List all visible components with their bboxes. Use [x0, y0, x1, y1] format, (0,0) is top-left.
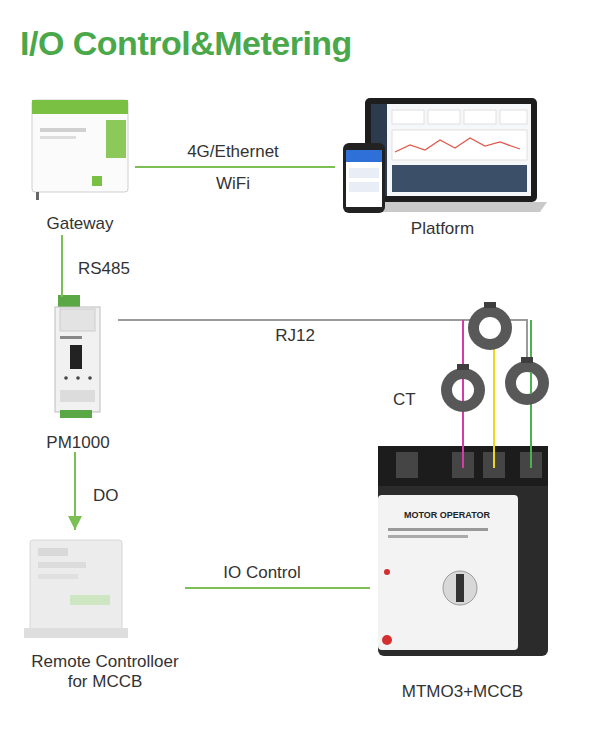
ct-clip: [484, 302, 496, 308]
platform-screens: [343, 98, 547, 213]
gateway-led: [92, 176, 102, 186]
connector-line: [61, 235, 63, 297]
operator-print: [388, 535, 468, 538]
laptop-frame: [365, 98, 537, 202]
status-led: [76, 376, 80, 380]
ct-hole: [479, 317, 501, 339]
status-led: [88, 376, 92, 380]
relay-print: [38, 548, 68, 556]
relay-print: [38, 562, 86, 568]
connector-line: [118, 319, 385, 321]
breaker-body: [378, 446, 548, 656]
gateway-print: [40, 136, 76, 139]
relay-body: [30, 540, 122, 636]
gateway-panel: [106, 120, 126, 158]
dashboard-card: [500, 110, 527, 124]
relay-print: [38, 574, 78, 579]
connector-label: RS485: [78, 259, 130, 279]
device-label: MTMO3+MCCB: [370, 682, 555, 702]
phase-wire: [530, 372, 532, 394]
indicator: [384, 569, 390, 575]
dashboard-map: [392, 165, 527, 192]
connector-label: RJ12: [215, 326, 375, 346]
phone-screen: [346, 150, 382, 207]
relay-module: [24, 540, 128, 638]
gateway-antenna: [36, 192, 39, 200]
connector-label: IO Control: [182, 563, 342, 583]
phone-card: [349, 182, 379, 192]
operator-front: [378, 495, 518, 650]
connector-line: [493, 415, 495, 440]
phase-wire: [530, 440, 532, 468]
phase-wire: [493, 345, 495, 415]
ct-ring: [468, 306, 512, 350]
device-node: MTMO3+MCCB: [370, 440, 555, 705]
gateway-device: [32, 100, 128, 200]
connector-line: [185, 587, 370, 589]
phone-card: [349, 168, 379, 178]
phase-wire: [462, 440, 464, 468]
phone-frame: [343, 143, 385, 213]
gateway-print: [40, 128, 86, 132]
device-node: Platform: [335, 95, 550, 240]
ct-assembly: [385, 302, 549, 415]
dashboard-card: [464, 110, 496, 124]
device-label: CT: [393, 390, 433, 410]
device-label: PM1000: [38, 433, 118, 453]
relay-label: [70, 595, 110, 605]
ct-hole: [516, 372, 538, 394]
phase-wire: [493, 440, 495, 468]
din-rail: [24, 628, 128, 638]
output-terminal: [60, 410, 92, 418]
status-led: [64, 376, 68, 380]
connector-line: [74, 452, 76, 530]
module-body: [55, 307, 100, 412]
operator-knob: [443, 571, 477, 605]
gateway-band: [32, 100, 128, 114]
phone-header: [346, 150, 382, 162]
connector-label: 4G/Ethernet: [153, 142, 313, 162]
terminal: [396, 452, 418, 478]
rs485-terminal: [58, 295, 80, 307]
device-node: Gateway: [25, 95, 135, 235]
operator-print: [388, 528, 488, 531]
dashboard-card: [392, 110, 424, 124]
module-top: [60, 309, 95, 331]
knob-bar: [456, 574, 464, 602]
dashboard-card: [428, 110, 460, 124]
annotation-label: WiFi: [193, 174, 273, 194]
connector-line: [135, 166, 335, 168]
connector-line: [462, 415, 464, 440]
device-label: Remote Controlloer for MCCB: [25, 652, 185, 692]
ct-ring: [441, 368, 485, 412]
laptop-screen: [371, 104, 531, 196]
device-node: Remote Controlloer for MCCB: [25, 530, 185, 695]
dashboard-chart: [392, 130, 527, 160]
gateway-body: [32, 100, 128, 192]
device-label: Gateway: [25, 214, 135, 234]
dip-switch: [70, 345, 82, 369]
device-label: Platform: [335, 219, 550, 239]
connector-label: DO: [93, 486, 119, 506]
device-node: PM1000: [38, 297, 118, 452]
module-print: [60, 336, 82, 339]
pm1000-module: [55, 295, 100, 418]
chart-line: [395, 138, 520, 152]
diagram-title: I/O Control&Metering: [20, 24, 352, 63]
ct-clip: [521, 357, 533, 363]
stop-button: [382, 635, 392, 645]
annotation-label: MOTOR OPERATOR: [382, 510, 512, 521]
mccb-device: [378, 440, 548, 656]
device-node: CT: [385, 298, 550, 415]
phase-wire: [462, 379, 464, 401]
connector-line: [530, 415, 532, 440]
ct-ring: [505, 361, 549, 405]
ct-hole: [452, 379, 474, 401]
ct-clip: [457, 364, 469, 370]
module-print: [60, 390, 95, 402]
